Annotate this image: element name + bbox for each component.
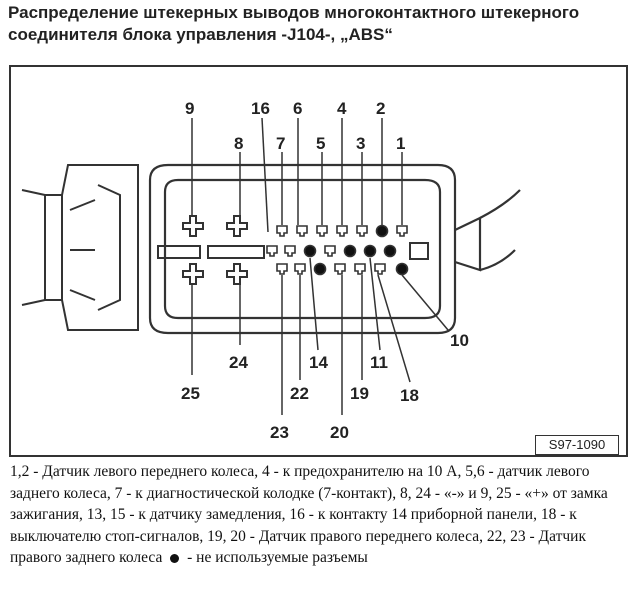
terminal-pin <box>266 245 278 257</box>
housing-inner-bars <box>157 242 429 260</box>
unused-terminal-pin <box>383 244 397 258</box>
legend-body: 1,2 - Датчик левого переднего колеса, 4 … <box>10 463 608 566</box>
pin-label-3: 3 <box>356 134 365 153</box>
pin-label-9: 9 <box>185 99 194 118</box>
unused-terminal-pin <box>303 244 317 258</box>
pin-label-6: 6 <box>293 99 302 118</box>
pin-label-8: 8 <box>234 134 243 153</box>
diagram-title: Распределение штекерных выводов многокон… <box>8 3 580 44</box>
unused-terminal-pin <box>395 262 409 276</box>
leader-lines <box>191 117 449 415</box>
pin-label-18: 18 <box>400 386 419 405</box>
unused-terminal-pin <box>363 244 377 258</box>
connector-diagram: 9 16 6 4 2 8 7 5 3 1 10 14 11 18 19 22 2… <box>21 99 521 442</box>
terminal-pin <box>276 263 288 275</box>
pin-label-5: 5 <box>316 134 325 153</box>
large-terminals <box>182 215 248 285</box>
unused-terminal-pin <box>375 224 389 238</box>
pin-label-2: 2 <box>376 99 385 118</box>
pin-label-24: 24 <box>229 353 248 372</box>
terminal-pin <box>324 245 336 257</box>
terminal-25 <box>182 263 204 285</box>
terminal-9 <box>182 215 204 237</box>
pin-label-14: 14 <box>309 353 328 372</box>
small-terminals <box>266 224 409 276</box>
pin-label-19: 19 <box>350 384 369 403</box>
pin-label-1: 1 <box>396 134 405 153</box>
terminal-pin <box>336 225 348 237</box>
connector-housing <box>148 163 521 335</box>
pin-label-7: 7 <box>276 134 285 153</box>
unused-terminal-pin <box>343 244 357 258</box>
terminal-pin <box>354 263 366 275</box>
terminal-pin <box>316 225 328 237</box>
figure-code: S97-1090 <box>535 435 619 455</box>
pin-label-25: 25 <box>181 384 200 403</box>
terminal-pin <box>374 263 386 275</box>
pin-label-22: 22 <box>290 384 309 403</box>
connector-clamp-left <box>21 164 139 331</box>
terminal-pin <box>276 225 288 237</box>
diagram-frame <box>9 65 628 457</box>
unused-pin-dot-icon <box>170 553 180 563</box>
unused-terminal-pin <box>313 262 327 276</box>
pin-label-4: 4 <box>337 99 347 118</box>
terminal-pin <box>356 225 368 237</box>
terminal-pin <box>294 263 306 275</box>
pin-label-16: 16 <box>251 99 270 118</box>
pin-label-11: 11 <box>370 353 388 372</box>
terminal-pin <box>334 263 346 275</box>
terminal-pin <box>296 225 308 237</box>
legend-text: 1,2 - Датчик левого переднего колеса, 4 … <box>10 461 632 569</box>
terminal-pin <box>284 245 296 257</box>
terminal-8 <box>226 215 248 237</box>
pin-label-23: 23 <box>270 423 289 442</box>
pin-label-10: 10 <box>450 331 469 350</box>
legend-suffix: - не используемые разъемы <box>187 549 368 566</box>
pin-label-20: 20 <box>330 423 349 442</box>
terminal-pin <box>396 225 408 237</box>
terminal-24 <box>226 263 248 285</box>
